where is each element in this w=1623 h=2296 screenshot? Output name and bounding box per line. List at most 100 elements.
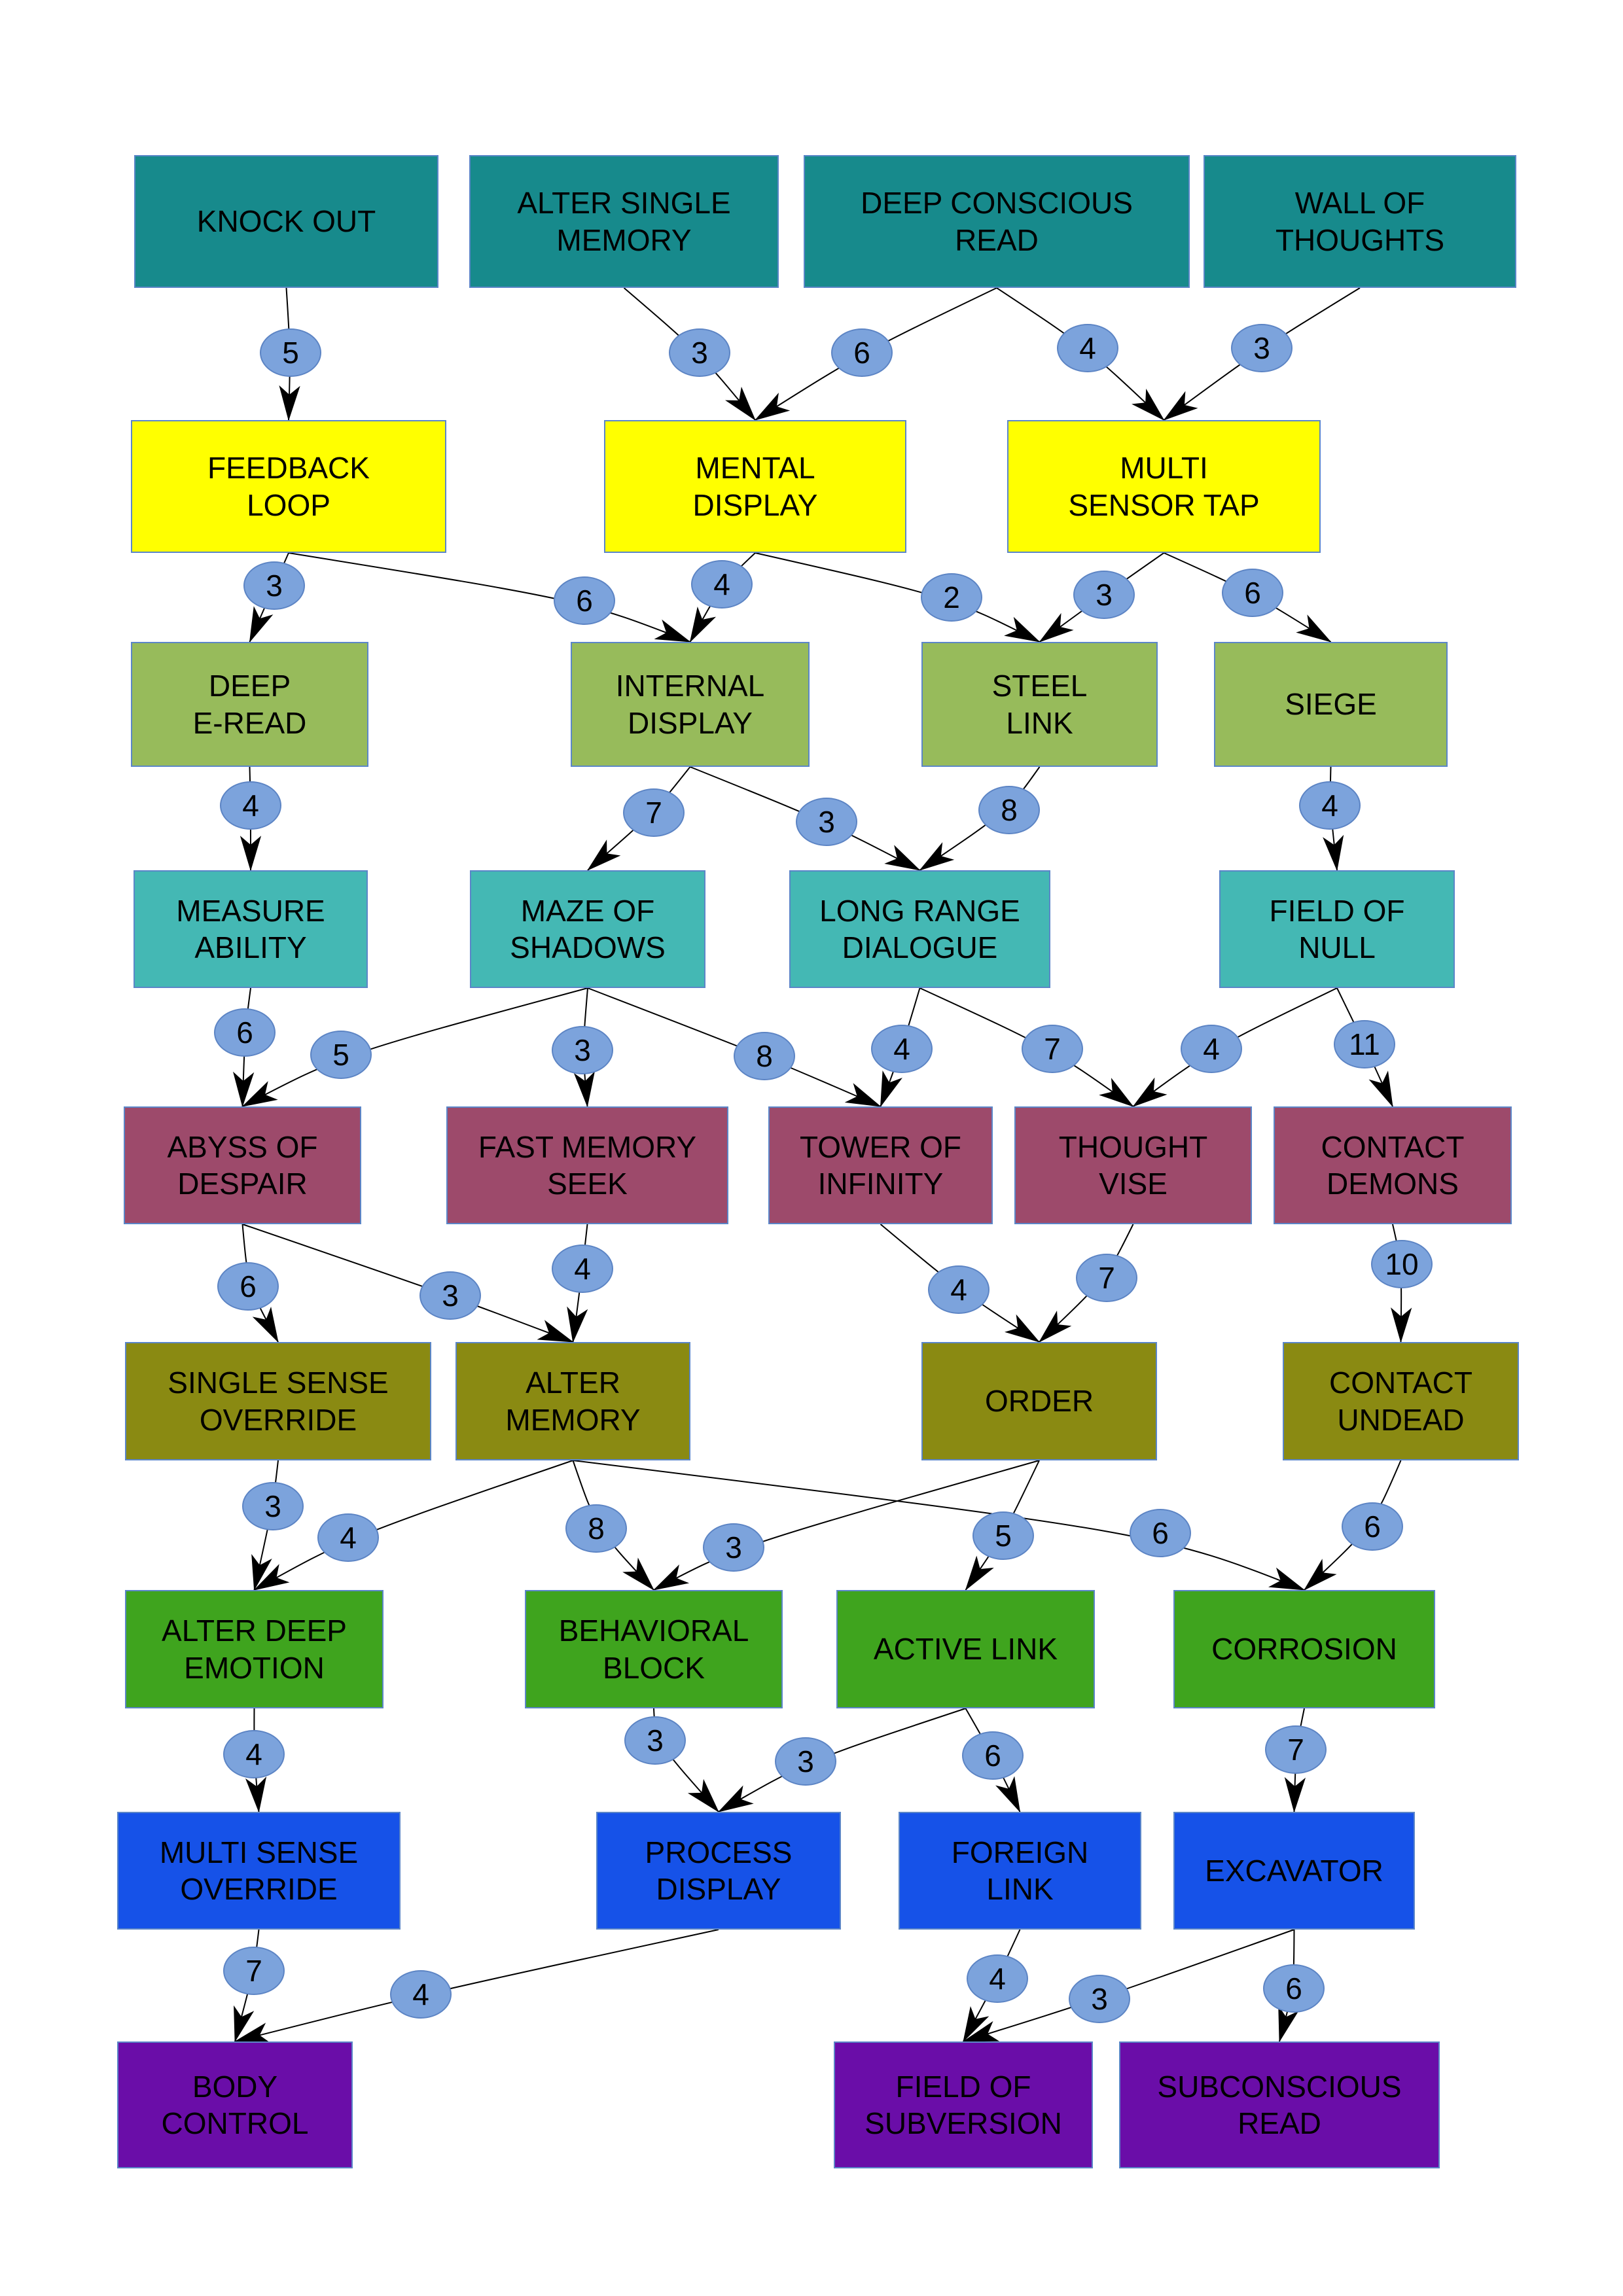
node-label: CONTACT UNDEAD [1329, 1366, 1472, 1437]
edge-weight-label: 7 [1265, 1725, 1327, 1774]
edge-weight-label: 3 [624, 1716, 686, 1765]
edge-weight-label: 6 [1222, 569, 1283, 617]
node-alter-deep-emotion: ALTER DEEP EMOTION [125, 1590, 383, 1708]
edge-weight-label: 4 [1181, 1025, 1242, 1073]
node-subconscious-read: SUBCONSCIOUS READ [1119, 2041, 1440, 2168]
node-foreign-link: FOREIGN LINK [899, 1812, 1141, 1930]
node-behavioral-block: BEHAVIORAL BLOCK [525, 1590, 783, 1708]
node-alter-memory: ALTER MEMORY [455, 1342, 690, 1460]
edge-weight-label: 7 [623, 788, 685, 837]
node-mental-display: MENTAL DISPLAY [604, 420, 906, 553]
edge-weight-label: 5 [260, 328, 321, 377]
node-label: ALTER SINGLE MEMORY [517, 186, 731, 257]
edge-weight-label: 4 [317, 1513, 379, 1562]
node-label: SIEGE [1285, 687, 1377, 722]
edge-weight-label: 4 [691, 560, 753, 609]
node-label: EXCAVATOR [1205, 1853, 1383, 1888]
node-deep-conscious-read: DEEP CONSCIOUS READ [804, 155, 1190, 288]
node-thought-vise: THOUGHT VISE [1014, 1106, 1252, 1224]
node-label: INTERNAL DISPLAY [615, 669, 765, 740]
node-measure-ability: MEASURE ABILITY [134, 870, 368, 988]
node-label: BEHAVIORAL BLOCK [558, 1614, 749, 1685]
node-label: SUBCONSCIOUS READ [1157, 2069, 1402, 2140]
edge-weight-label: 6 [217, 1262, 279, 1311]
edge-weight-label: 4 [220, 781, 281, 830]
node-label: ORDER [984, 1384, 1094, 1419]
edge-process-display-to-body-control [234, 1929, 719, 2043]
edge-weight-label: 7 [223, 1947, 285, 1995]
edge-weight-label: 8 [734, 1032, 795, 1080]
edge-maze-of-shadows-to-tower-of-infinity [587, 987, 882, 1107]
edge-weight-label: 8 [565, 1504, 627, 1553]
node-contact-demons: CONTACT DEMONS [1274, 1106, 1512, 1224]
edge-weight-label: 4 [928, 1265, 990, 1314]
node-steel-link: STEEL LINK [921, 642, 1158, 767]
node-label: THOUGHT VISE [1058, 1129, 1208, 1201]
edge-weight-label: 3 [1231, 324, 1293, 372]
edge-weight-label: 5 [972, 1511, 1034, 1560]
edge-weight-label: 7 [1022, 1025, 1083, 1073]
edge-weight-label: 4 [223, 1730, 285, 1778]
node-deep-e-read: DEEP E-READ [131, 642, 368, 767]
edge-weight-label: 3 [796, 798, 857, 846]
edge-maze-of-shadows-to-abyss-of-despair [241, 987, 588, 1107]
edge-weight-label: 3 [552, 1026, 613, 1074]
edge-weight-label: 11 [1334, 1020, 1395, 1069]
edge-weight-label: 3 [1073, 571, 1135, 619]
edge-weight-label: 3 [1069, 1975, 1130, 2023]
node-label: ALTER DEEP EMOTION [162, 1614, 347, 1685]
edge-weight-label: 6 [831, 328, 893, 377]
node-corrosion: CORROSION [1173, 1590, 1435, 1708]
node-label: CORROSION [1211, 1632, 1397, 1667]
edge-weight-label: 4 [967, 1954, 1028, 2003]
node-label: FEEDBACK LOOP [207, 451, 370, 522]
node-label: PROCESS DISPLAY [645, 1835, 793, 1906]
node-label: LONG RANGE DIALOGUE [819, 893, 1020, 964]
node-internal-display: INTERNAL DISPLAY [571, 642, 810, 767]
edge-active-link-to-process-display [717, 1708, 966, 1812]
node-knock-out: KNOCK OUT [134, 155, 438, 288]
edge-weight-label: 3 [775, 1737, 836, 1786]
node-multi-sensor-tap: MULTI SENSOR TAP [1007, 420, 1321, 553]
node-label: ABYSS OF DESPAIR [167, 1129, 318, 1201]
node-label: MENTAL DISPLAY [692, 451, 818, 522]
edge-weight-label: 5 [310, 1031, 372, 1079]
node-active-link: ACTIVE LINK [836, 1590, 1095, 1708]
node-siege: SIEGE [1214, 642, 1448, 767]
node-long-range-dialogue: LONG RANGE DIALOGUE [789, 870, 1050, 988]
node-alter-single-memory: ALTER SINGLE MEMORY [469, 155, 779, 288]
node-label: MEASURE ABILITY [176, 893, 325, 964]
node-label: MULTI SENSOR TAP [1068, 451, 1260, 522]
node-single-sense-override: SINGLE SENSE OVERRIDE [125, 1342, 431, 1460]
node-wall-of-thoughts: WALL OF THOUGHTS [1204, 155, 1516, 288]
edge-weight-label: 4 [552, 1245, 613, 1293]
edge-alter-memory-to-corrosion [573, 1460, 1306, 1591]
node-tower-of-infinity: TOWER OF INFINITY [768, 1106, 993, 1224]
node-abyss-of-despair: ABYSS OF DESPAIR [124, 1106, 361, 1224]
edge-weight-label: 4 [1299, 781, 1361, 830]
node-label: DEEP CONSCIOUS READ [861, 186, 1133, 257]
node-label: ALTER MEMORY [505, 1366, 641, 1437]
node-label: KNOCK OUT [196, 204, 376, 239]
node-label: DEEP E-READ [192, 669, 307, 740]
edge-weight-label: 6 [1130, 1509, 1191, 1557]
node-process-display: PROCESS DISPLAY [596, 1812, 841, 1930]
edge-weight-label: 3 [419, 1271, 481, 1320]
edge-weight-label: 4 [1057, 324, 1118, 372]
node-maze-of-shadows: MAZE OF SHADOWS [470, 870, 705, 988]
node-label: MAZE OF SHADOWS [510, 893, 666, 964]
node-order: ORDER [921, 1342, 1157, 1460]
node-field-of-subversion: FIELD OF SUBVERSION [834, 2041, 1093, 2168]
edge-weight-label: 10 [1371, 1240, 1433, 1288]
node-body-control: BODY CONTROL [117, 2041, 353, 2168]
node-field-of-null: FIELD OF NULL [1219, 870, 1455, 988]
node-label: TOWER OF INFINITY [799, 1129, 962, 1201]
edge-mental-display-to-steel-link [755, 552, 1041, 643]
edge-weight-label: 7 [1076, 1254, 1137, 1302]
edge-weight-label: 6 [1263, 1964, 1325, 2013]
edge-weight-label: 3 [669, 328, 730, 377]
node-feedback-loop: FEEDBACK LOOP [131, 420, 446, 553]
node-label: CONTACT DEMONS [1321, 1129, 1465, 1201]
node-label: STEEL LINK [991, 669, 1088, 740]
